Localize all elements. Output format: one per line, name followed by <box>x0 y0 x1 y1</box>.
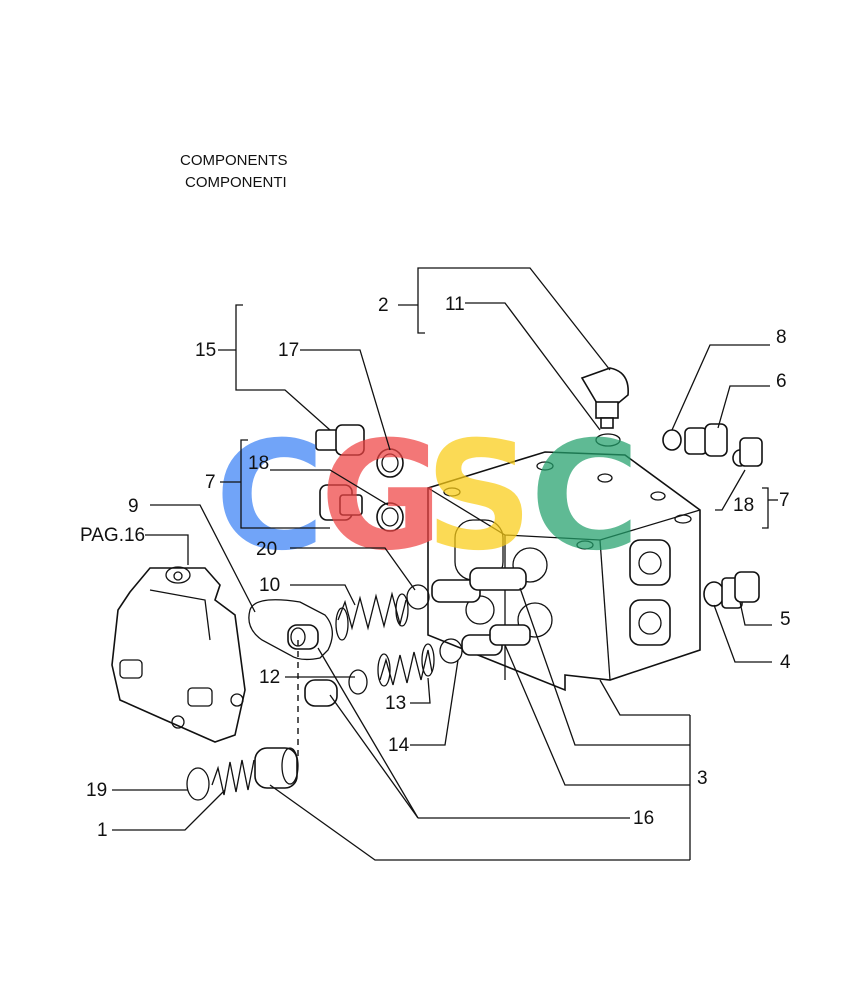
watermark-letter-1: C <box>215 410 325 584</box>
plug-5 <box>703 571 760 609</box>
callout-6: 6 <box>776 371 787 392</box>
callout-4: 4 <box>780 652 791 673</box>
callout-3: 3 <box>697 768 708 789</box>
callout-1: 1 <box>97 820 108 841</box>
spring-1-sleeve <box>186 747 299 801</box>
callout-15: 15 <box>195 340 216 361</box>
callout-8: 8 <box>776 327 787 348</box>
sleeve-16 <box>304 669 368 707</box>
callout-17: 17 <box>278 340 299 361</box>
title-componenti: COMPONENTI <box>185 174 287 191</box>
callout-19: 19 <box>86 780 107 801</box>
callout-9: 9 <box>128 496 139 517</box>
callout-18-right: 18 <box>733 495 754 516</box>
end-cover <box>111 566 246 743</box>
spring-13 <box>377 643 435 687</box>
sleeve-12 <box>287 624 319 650</box>
watermark-letter-4: C <box>530 410 640 584</box>
callout-14: 14 <box>388 735 410 756</box>
watermark-letter-3: S <box>425 410 533 584</box>
callout-pag16: PAG.16 <box>80 525 145 546</box>
plug-7-lower <box>319 484 404 532</box>
leader-lines <box>112 267 778 861</box>
plug-6-8 <box>662 423 763 467</box>
callout-18-left: 18 <box>248 453 269 474</box>
watermark: C G S C <box>215 410 640 584</box>
callout-16: 16 <box>633 808 654 829</box>
callout-7-left: 7 <box>205 472 216 493</box>
callout-10: 10 <box>259 575 280 596</box>
elbow-fitting <box>580 367 629 447</box>
title-components: COMPONENTS <box>180 152 288 169</box>
spool-upper <box>406 567 527 610</box>
callout-20: 20 <box>256 539 277 560</box>
spring-10 <box>335 591 409 641</box>
callout-11: 11 <box>445 294 465 315</box>
callout-2: 2 <box>378 295 389 316</box>
callout-12: 12 <box>259 667 280 688</box>
callout-13: 13 <box>385 693 406 714</box>
watermark-letter-2: G <box>320 410 443 584</box>
spool-lower <box>439 624 531 664</box>
seal-9 <box>248 599 333 661</box>
plug-15-upper <box>315 424 404 478</box>
callout-5: 5 <box>780 609 791 630</box>
callout-7-right: 7 <box>779 490 790 511</box>
